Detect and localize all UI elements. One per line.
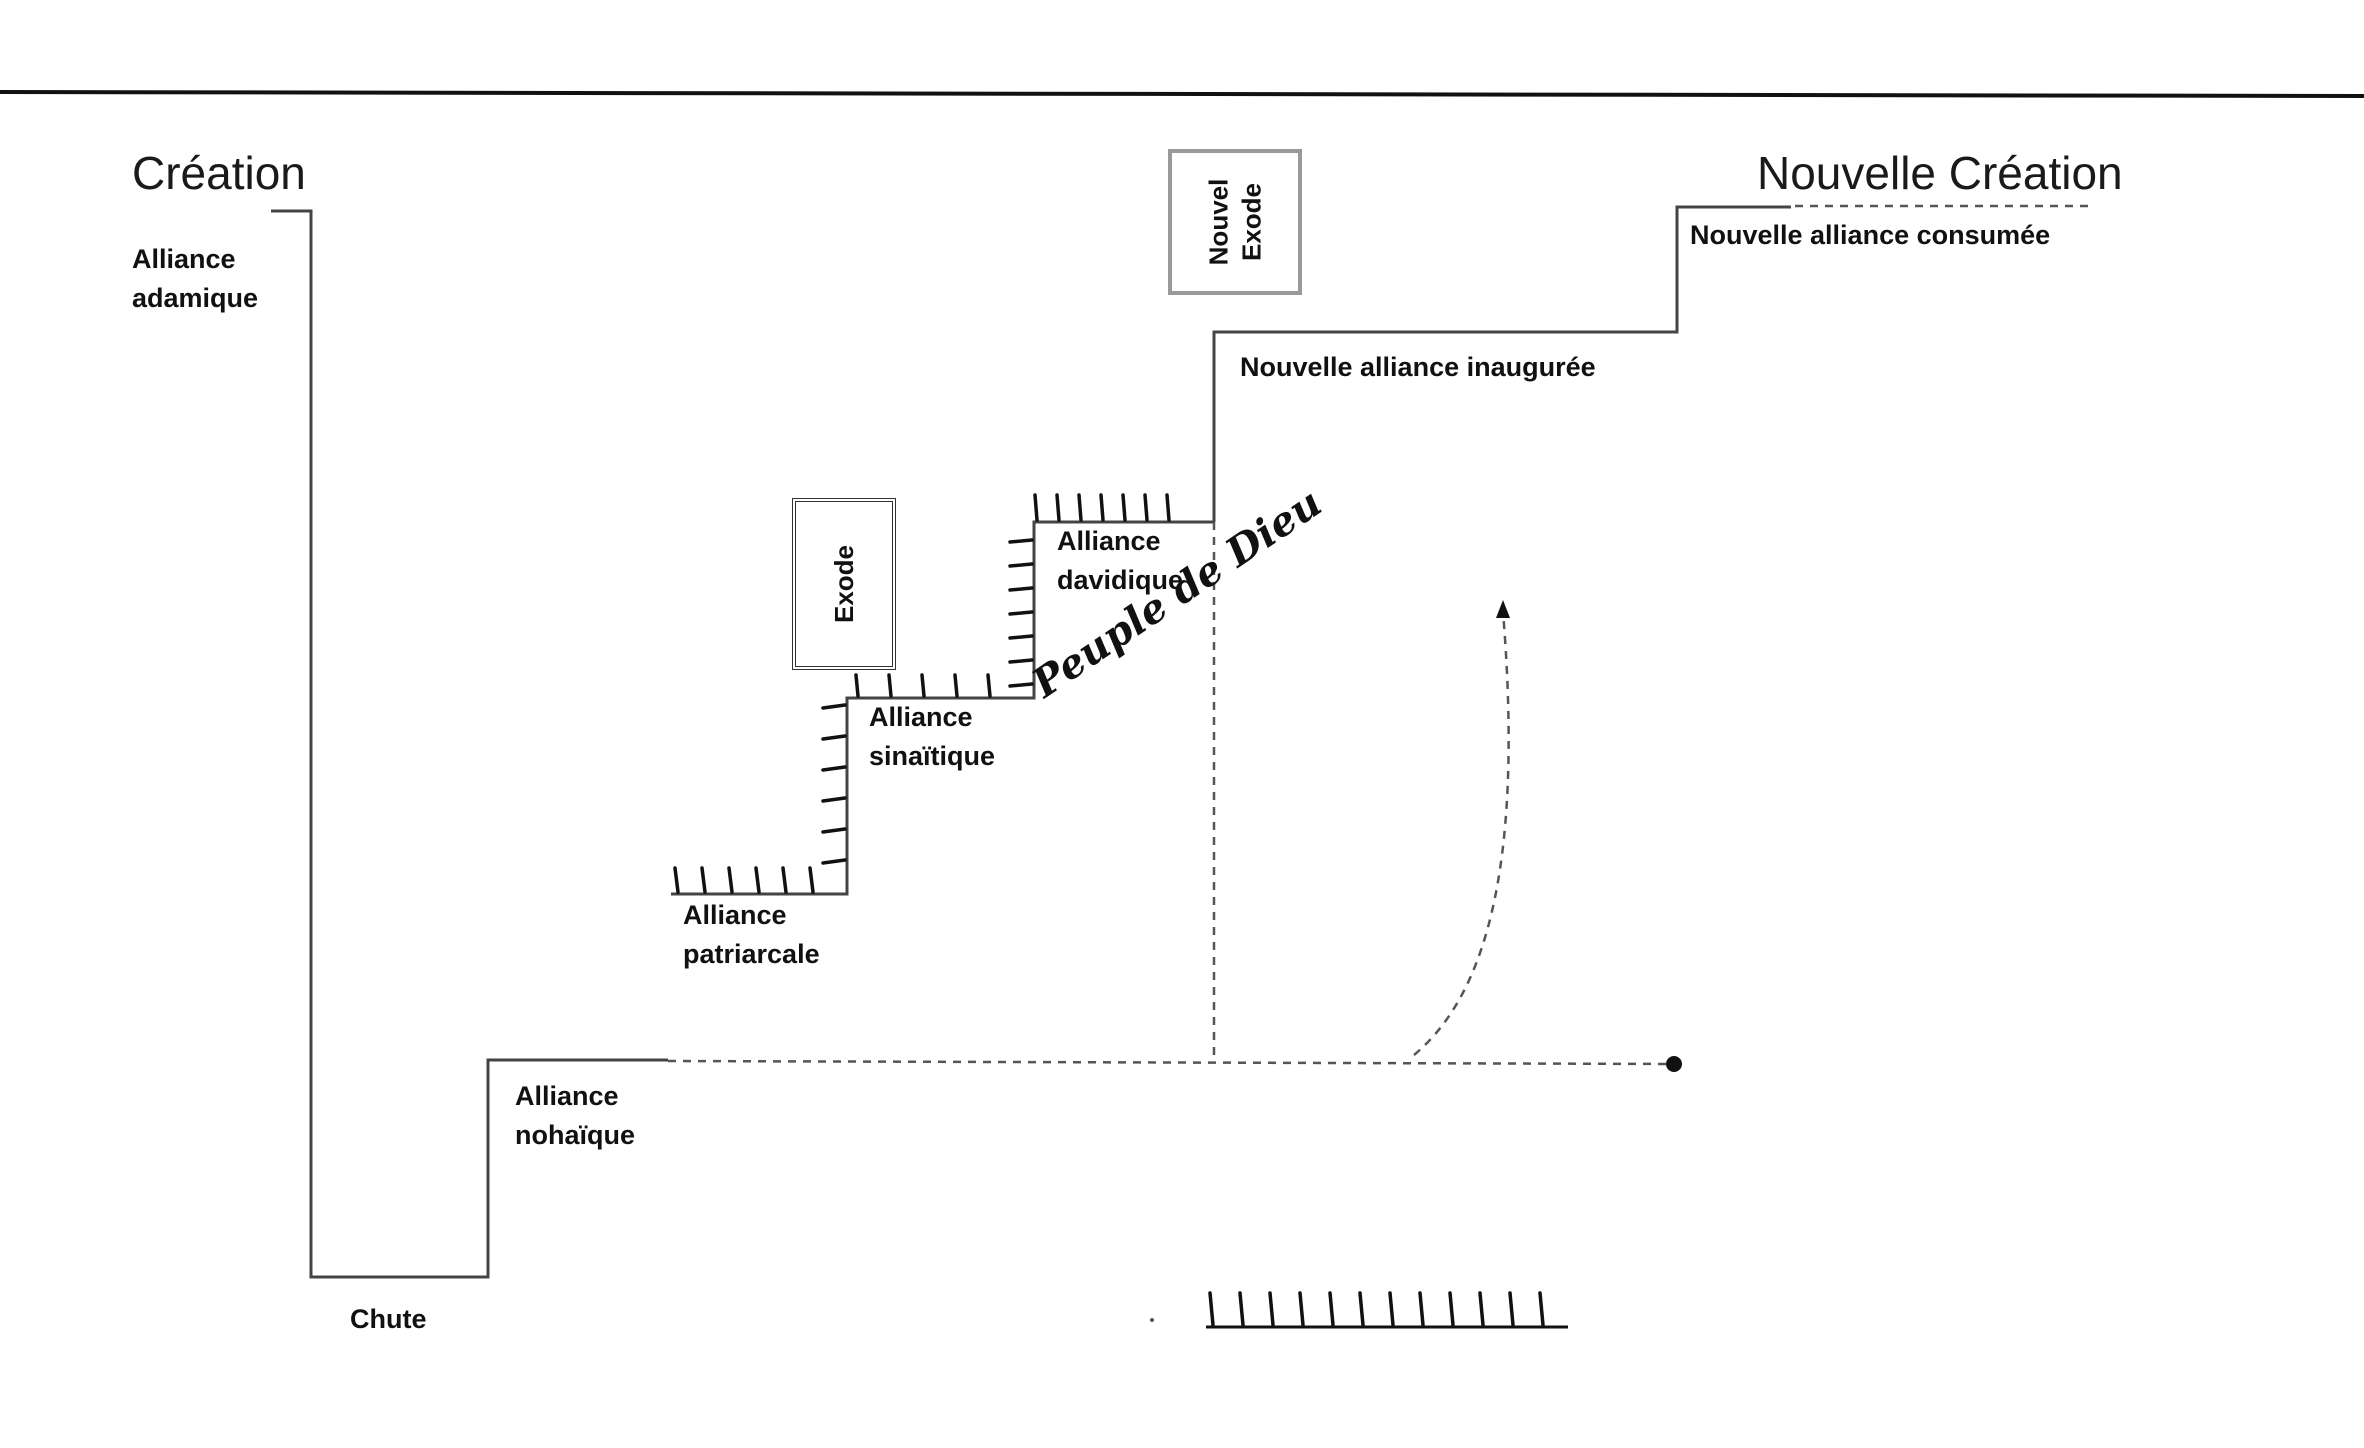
creation-descent-line: [271, 209, 668, 1279]
exode-box: Exode: [792, 498, 896, 670]
tick-mark: [1121, 493, 1127, 522]
tick-mark: [887, 673, 893, 698]
label-line-1: Alliance: [869, 702, 973, 732]
nouvel-exode-line-1: Nouvel: [1203, 178, 1234, 266]
tick-mark: [1268, 1291, 1275, 1327]
nouvel-exode-box: Nouvel Exode: [1168, 149, 1302, 295]
label-line-1: Alliance: [683, 900, 787, 930]
top-rule: [0, 90, 2364, 98]
label-chute: Chute: [350, 1304, 427, 1334]
tick-mark: [1033, 493, 1039, 522]
tick-mark: [1008, 682, 1034, 688]
tick-mark: [986, 673, 992, 698]
label-alliance-nohaique: Alliance nohaïque: [515, 1077, 635, 1155]
label-alliance-patriarcale: Alliance patriarcale: [683, 896, 820, 974]
exode-label: Exode: [828, 544, 859, 624]
tick-mark: [1008, 658, 1034, 664]
tick-mark: [781, 866, 788, 894]
label-line-2: sinaïtique: [869, 741, 996, 772]
tick-mark: [1508, 1291, 1515, 1327]
tick-mark: [700, 866, 707, 894]
label-line-2: patriarcale: [683, 939, 820, 970]
label-line-2: davidique: [1057, 565, 1184, 596]
label-alliance-sinaitique: Alliance sinaïtique: [869, 698, 995, 776]
tick-mark: [1328, 1291, 1335, 1327]
tick-mark: [1008, 634, 1034, 640]
stray-dot: [1150, 1318, 1154, 1322]
tick-mark: [1077, 493, 1083, 522]
title-creation: Création: [132, 147, 306, 199]
new-covenant-steps-line: [1212, 205, 1791, 522]
tick-mark: [1478, 1291, 1485, 1327]
arc-arrowhead: [1496, 600, 1510, 618]
tick-mark: [854, 673, 860, 698]
dashed-lines: [667, 204, 2092, 1066]
tick-mark: [953, 673, 959, 698]
label-line-1: Alliance: [515, 1081, 619, 1111]
israel-steps-line: [671, 520, 1214, 896]
tick-mark: [821, 734, 847, 741]
tick-mark: [1448, 1291, 1455, 1327]
tick-mark: [1008, 610, 1034, 616]
staircase-solid: [271, 205, 1791, 1279]
tick-mark: [673, 866, 680, 894]
label-line-2: nohaïque: [515, 1120, 635, 1151]
tick-mark: [1238, 1291, 1245, 1327]
tick-mark: [1358, 1291, 1365, 1327]
tick-mark: [1008, 586, 1034, 592]
tick-mark: [727, 866, 734, 894]
tick-mark: [808, 866, 815, 894]
dashed-arc: [1413, 611, 1510, 1056]
nouvel-exode-line-2: Exode: [1236, 182, 1266, 262]
label-line-1: Alliance: [1057, 526, 1161, 556]
tick-mark: [1008, 538, 1034, 544]
label-new-covenant-consummated: Nouvelle alliance consumée: [1690, 220, 2051, 250]
tick-mark: [1418, 1291, 1425, 1327]
label-line-1: Alliance: [132, 244, 236, 274]
tick-mark: [1298, 1291, 1305, 1327]
tick-mark: [1099, 493, 1105, 522]
end-dot: [1666, 1056, 1682, 1072]
label-alliance-davidique: Alliance davidique: [1057, 522, 1183, 600]
nouvel-exode-label: Nouvel Exode: [1203, 179, 1268, 266]
tick-mark: [920, 673, 926, 698]
tick-mark: [1143, 493, 1149, 522]
title-new-creation: Nouvelle Création: [1757, 147, 2123, 199]
tick-mark: [1055, 493, 1061, 522]
dashed-horizontal-line: [667, 1059, 1675, 1066]
tick-mark: [1208, 1291, 1215, 1327]
tick-mark: [754, 866, 761, 894]
tick-mark: [821, 703, 847, 710]
label-new-covenant-inaugurated: Nouvelle alliance inaugurée: [1240, 352, 1596, 382]
tick-mark: [1165, 493, 1171, 522]
tick-marks: [673, 493, 1545, 1327]
tick-mark: [821, 858, 847, 865]
tick-mark: [1538, 1291, 1545, 1327]
tick-mark: [821, 796, 847, 803]
label-line-2: adamique: [132, 283, 259, 314]
tick-mark: [821, 765, 847, 772]
tick-mark: [821, 827, 847, 834]
tick-mark: [1008, 562, 1034, 568]
label-alliance-adamique: Alliance adamique: [132, 240, 258, 318]
tick-mark: [1388, 1291, 1395, 1327]
